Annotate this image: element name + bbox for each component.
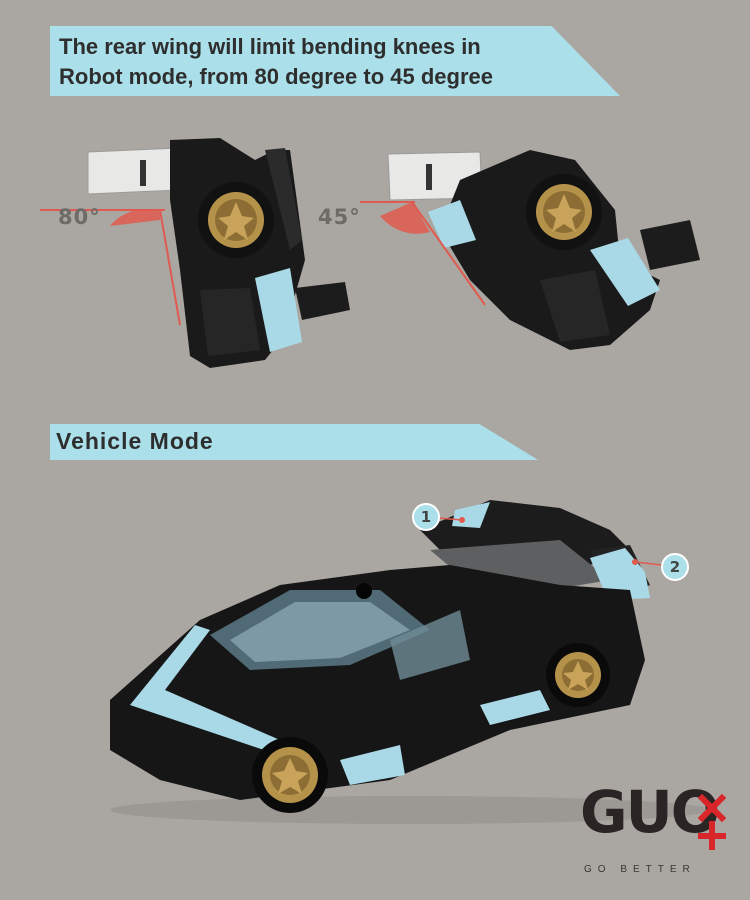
banner-line-1: The rear wing will limit bending knees i… [59, 34, 481, 59]
banner-line-2: Robot mode, from 80 degree to 45 degree [59, 64, 493, 89]
logo-wordmark: GUO [580, 778, 720, 846]
brand-logo: GUO GO BETTER [580, 778, 726, 879]
section-title: Vehicle Mode [56, 428, 214, 454]
callout-marker-1: 1 [412, 503, 440, 531]
angle-label-80: 80° [58, 205, 101, 229]
info-banner: The rear wing will limit bending knees i… [50, 26, 620, 96]
logo-tagline: GO BETTER [584, 864, 696, 875]
robot-leg-photo-80 [40, 138, 350, 368]
banner-text: The rear wing will limit bending knees i… [59, 32, 493, 92]
robot-leg-photo-45 [360, 150, 700, 350]
vehicle-mode-photo [110, 500, 710, 824]
angle-label-45: 45° [318, 205, 361, 229]
callout-marker-2: 2 [661, 553, 689, 581]
logo-cross-marks-icon [698, 794, 726, 850]
section-banner: Vehicle Mode [50, 424, 538, 460]
